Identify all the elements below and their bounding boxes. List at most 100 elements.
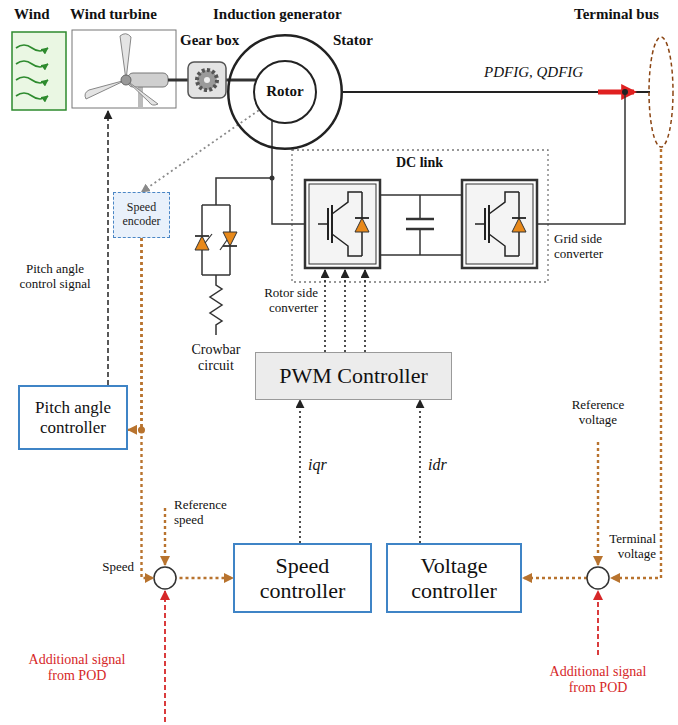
node-outline: [254, 61, 316, 123]
node-content: Voltage controller: [393, 553, 515, 604]
dc-link: [419, 195, 421, 219]
signal-lines: [597, 442, 599, 565]
converter-symbol: [355, 217, 369, 219]
gearbox-picture: [204, 77, 210, 83]
grid-wire: [537, 89, 628, 224]
crowbar-symbol: [210, 275, 222, 335]
converter-symbol: [309, 184, 376, 264]
text-label: Terminal bus: [574, 6, 659, 23]
crowbar-symbol: [223, 245, 237, 247]
text-label: PDFIG, QDFIG: [484, 64, 583, 81]
converter-frame: [292, 150, 548, 282]
crowbar-symbol: [195, 235, 209, 237]
current-label: iqr: [306, 456, 329, 474]
gearbox-picture: [188, 62, 226, 98]
rotor-wire: [216, 178, 272, 205]
signal-lines: [138, 427, 145, 434]
wind-symbol: [16, 61, 48, 67]
text-label: Additional signal from POD: [20, 652, 134, 684]
node-content: Speed encoder: [117, 201, 166, 229]
crowbar-symbol: [205, 234, 212, 243]
signal-lines: [164, 508, 166, 565]
converter-symbol: [355, 218, 369, 232]
converter-symbol: [332, 192, 362, 214]
pwm-signal-arrows: [364, 270, 366, 352]
pwm-signal-arrows: [344, 270, 346, 352]
dc-link: [380, 194, 462, 196]
turbine-picture: [120, 34, 131, 80]
stator-wire: [343, 91, 650, 93]
text-label: Additional signal from POD: [541, 664, 655, 696]
text-label: Pitch angle control signal: [6, 262, 104, 292]
converter-symbol: [331, 205, 333, 243]
stator-wire: [598, 90, 634, 95]
wind-symbol: [16, 45, 48, 51]
wind-symbol: [16, 77, 48, 83]
stator-wire: [343, 37, 673, 147]
summing-junction: [145, 567, 609, 589]
text-label: Reference voltage: [556, 398, 640, 428]
controller-box: Speed controller: [233, 543, 372, 613]
text-label: DC link: [396, 155, 443, 171]
rotor-circle: Rotor: [253, 60, 317, 124]
signal-connector: [128, 238, 142, 430]
node-text: Rotor: [266, 83, 304, 100]
text-label: Terminal voltage: [598, 532, 656, 562]
crowbar-symbol: [223, 232, 237, 246]
generator-circle: Induction generatorStatorRotor: [227, 34, 343, 150]
dc-link: [406, 218, 434, 221]
node-text: Speed controller: [240, 553, 365, 604]
converter-symbol: [332, 234, 362, 256]
stator-wire: [649, 37, 673, 147]
wind-symbol: [12, 32, 66, 110]
pitch-signal-line: [107, 111, 109, 385]
text-label: Rotor side converter: [238, 286, 318, 316]
converter-symbol: [318, 223, 328, 225]
signal-lines: [611, 149, 661, 578]
controller-box: Voltage controller: [386, 543, 522, 613]
node-outline: [228, 35, 342, 149]
crowbar-symbol: [202, 204, 230, 206]
text-label: Crowbar circuit: [178, 342, 254, 374]
signal-connector: [142, 238, 234, 578]
crowbar-symbol: [195, 236, 209, 250]
node-content: PWM Controller: [261, 363, 446, 388]
text-label: Wind turbine: [70, 6, 157, 23]
dc-link: [380, 195, 462, 255]
node-text: Pitch angle controller: [25, 398, 121, 437]
pwm-signal-arrows: [325, 270, 365, 352]
converter-frame: [292, 150, 548, 282]
text-label: Reference speed: [174, 498, 250, 528]
pitch-signal-line: [108, 111, 109, 385]
text-label: Speed: [88, 560, 134, 575]
shaft: [168, 79, 188, 82]
controller-box: Pitch angle controller: [18, 385, 128, 450]
turbine-picture: [121, 75, 131, 85]
encoder-box: Speed encoder: [113, 192, 170, 238]
node-text: Voltage controller: [393, 553, 515, 604]
turbine-picture: [85, 80, 126, 99]
gearbox-picture: [188, 62, 226, 98]
text-label: Gear box: [180, 32, 239, 49]
signal-lines: [164, 591, 166, 722]
gearbox-picture: [197, 70, 217, 90]
current-label: idr: [426, 456, 449, 474]
signal-connector: [419, 400, 421, 543]
turbine-picture: [72, 30, 176, 108]
dc-link: [380, 254, 462, 256]
node-content: Pitch angle controller: [25, 398, 121, 437]
pwm-signal-arrows: [324, 270, 326, 352]
converter-symbol: [305, 180, 380, 268]
node-text: Induction generator: [213, 6, 342, 23]
summing-junction: [587, 567, 609, 589]
node-text: PWM Controller: [261, 363, 446, 388]
node-content: Speed controller: [240, 553, 365, 604]
converter-symbol: [305, 180, 380, 268]
text-label: Wind: [14, 6, 50, 23]
rotor-wire: [272, 121, 305, 224]
signal-lines: [597, 591, 599, 655]
dc-link: [419, 229, 421, 255]
